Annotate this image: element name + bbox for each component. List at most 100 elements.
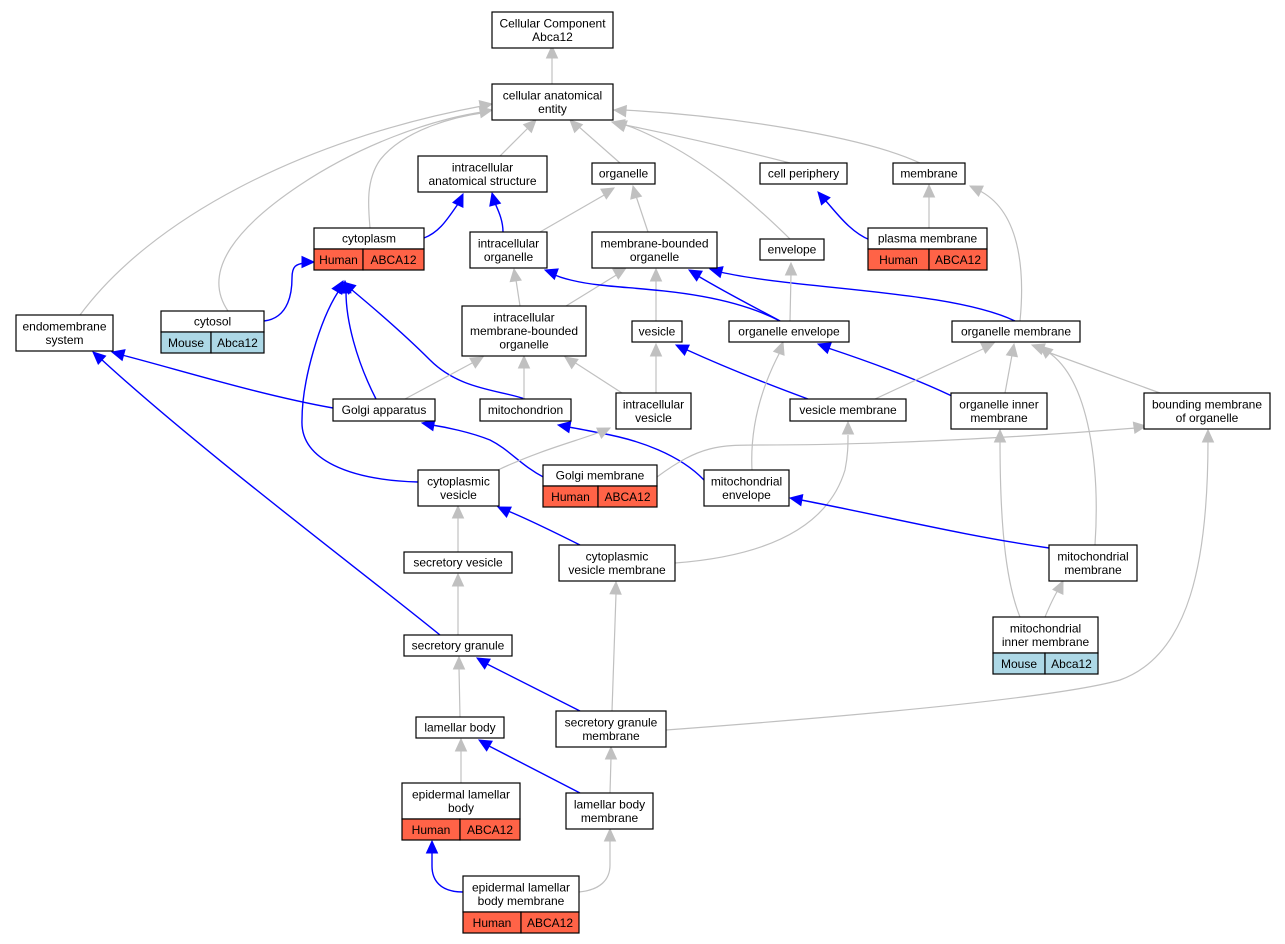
edge-mitoinner-mitomem [1044,579,1064,618]
is-a-edge-line [79,105,483,316]
is-a-edge-line [578,840,611,893]
is-a-edge-line [623,109,921,164]
node-box[interactable] [759,238,825,261]
node-box[interactable] [555,710,667,748]
node-box[interactable] [491,83,614,121]
node-box[interactable] [417,469,500,507]
node-vesmem[interactable]: vesicle membrane [789,398,907,422]
node-box[interactable] [591,231,718,269]
node-lamellar[interactable]: lamellar body [415,716,505,739]
arrowhead-icon [452,655,466,670]
node-label: epidermal lamellar [412,787,510,801]
node-vesicle[interactable]: vesicle [631,320,683,343]
node-box[interactable] [479,398,572,422]
node-box[interactable] [703,469,790,507]
node-box[interactable] [565,792,654,830]
node-label: Abca12 [532,30,573,44]
node-box[interactable] [558,544,676,582]
node-label: membrane [900,167,958,181]
node-golgi[interactable]: Golgi apparatus [332,398,436,422]
arrowhead-icon [1005,342,1019,358]
node-orgenv[interactable]: organelle envelope [728,320,850,343]
node-box[interactable] [951,320,1081,343]
part-of-edge-line [100,358,441,636]
node-box[interactable] [491,11,614,49]
node-cellperiph[interactable]: cell periphery [759,162,848,185]
edge-orgenv-mbo [687,269,781,322]
node-organelle[interactable]: organelle [591,162,656,185]
edge-secgranmem-boundmem [665,428,1215,731]
node-label: mitochondrial [711,474,782,488]
node-label: epidermal lamellar [472,880,570,894]
edge-mitomem-mitoenv [788,493,1050,549]
node-box[interactable] [15,314,114,352]
node-label: membrane-bounded [600,236,708,250]
node-label: envelope [768,243,817,257]
node-box[interactable] [759,162,848,185]
node-box[interactable] [789,398,907,422]
is-a-edge-line [611,593,617,712]
arrowhead-icon [451,504,465,519]
node-box[interactable] [615,392,692,430]
node-label: system [45,333,83,347]
node-secgran[interactable]: secretory granule [403,634,513,657]
node-box[interactable] [892,162,966,185]
arrowhead-icon [496,506,512,518]
node-envelope[interactable]: envelope [759,238,825,261]
node-label: body [448,801,474,815]
arrowhead-icon [1201,428,1215,443]
node-box[interactable] [332,398,436,422]
node-box[interactable] [631,320,683,343]
node-box[interactable] [403,551,513,574]
node-box[interactable] [415,716,505,739]
arrowhead-icon [841,420,855,435]
node-box[interactable] [728,320,850,343]
node-label: membrane [1064,563,1122,577]
node-box[interactable] [417,155,548,193]
edge-cytosol-cytoplasm [263,255,316,322]
node-box[interactable] [591,162,656,185]
arrowhead-icon [1052,579,1064,595]
edge-envelope-cae [612,120,791,240]
edge-orgmem-mbo [708,266,1016,322]
node-box[interactable] [1143,392,1271,430]
arrowhead-icon [609,580,622,595]
node-membrane[interactable]: membrane [892,162,966,185]
node-box[interactable] [1048,544,1138,582]
node-box[interactable] [469,231,548,269]
species-label: Human [551,490,590,504]
node-mito[interactable]: mitochondrion [479,398,572,422]
gene-cell [210,331,265,354]
node-label: organelle [630,250,680,264]
node-secves[interactable]: secretory vesicle [403,551,513,574]
node-box[interactable] [403,634,513,657]
node-box[interactable] [950,392,1048,430]
node-box[interactable] [401,782,521,820]
node-box[interactable] [461,305,587,357]
node-orgmem[interactable]: organelle membrane [951,320,1081,343]
edge-golgi-endomem [110,349,334,409]
